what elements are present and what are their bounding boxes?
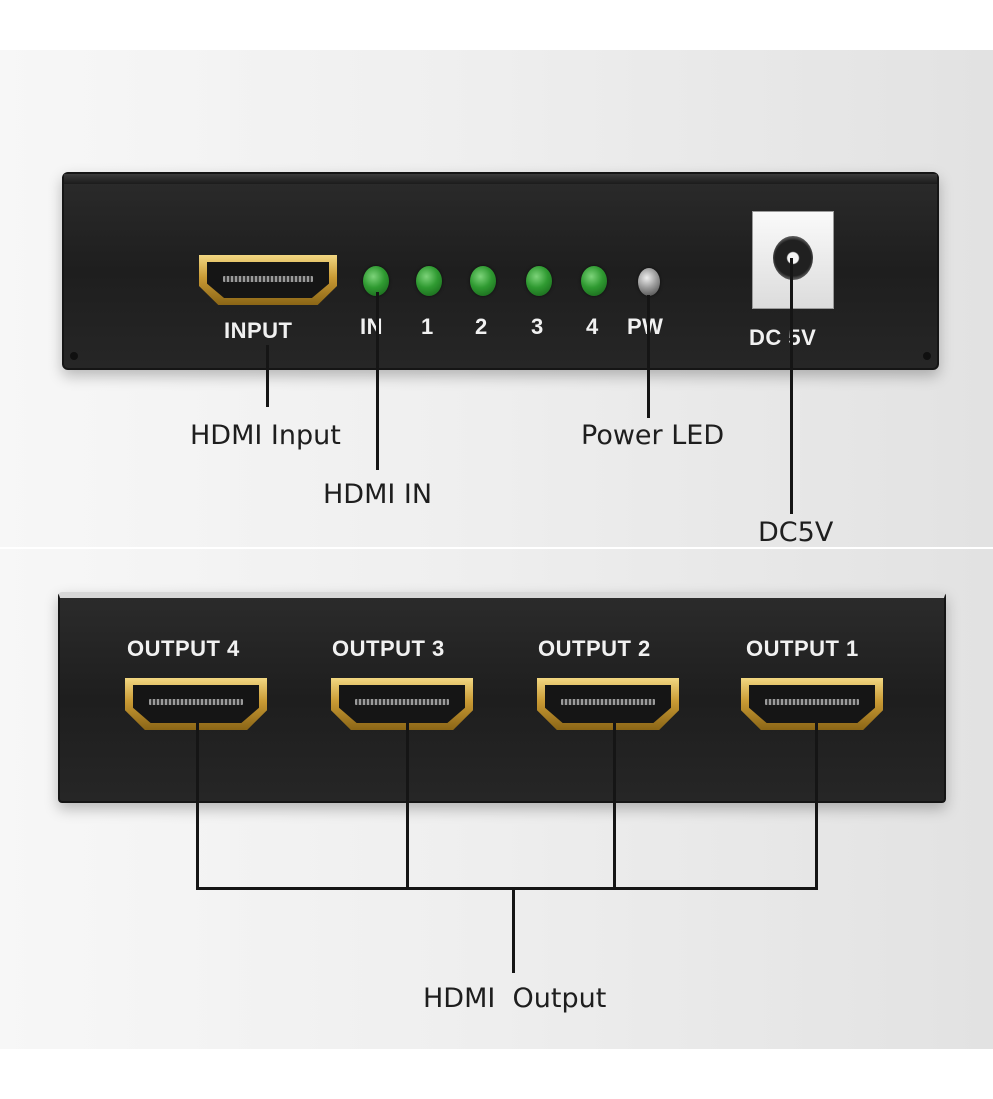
callout-line-hdmi-input [266, 345, 269, 407]
dc-power-jack [752, 211, 834, 309]
callout-line-hdmi-in [376, 292, 379, 470]
led-2-label: 2 [475, 314, 488, 339]
led-3-label: 3 [531, 314, 544, 339]
callout-line-output-1 [815, 720, 818, 890]
hdmi-input-port [199, 255, 337, 305]
input-port-label: INPUT [224, 318, 293, 343]
led-pw-label: PW [627, 314, 664, 339]
screw [923, 352, 931, 360]
dc-jack-label: DC 5V [749, 325, 817, 350]
callout-line-output-4 [196, 720, 199, 890]
callout-label-dc5v: DC5V [758, 517, 834, 548]
callout-line-dc5v [790, 258, 793, 514]
hdmi-output-port-4 [125, 678, 267, 730]
callout-line-hdmi-output [512, 887, 515, 973]
hdmi-output-port-3 [331, 678, 473, 730]
led-2 [470, 266, 496, 296]
callout-label-hdmi-in: HDMI IN [323, 479, 433, 510]
led-3 [526, 266, 552, 296]
screw [70, 352, 78, 360]
led-4-label: 4 [586, 314, 599, 339]
callout-bracket-horizontal [196, 887, 818, 890]
hdmi-output-port-1 [741, 678, 883, 730]
led-1-label: 1 [421, 314, 434, 339]
output-3-label: OUTPUT 3 [332, 636, 445, 661]
led-4 [581, 266, 607, 296]
callout-label-hdmi-input: HDMI Input [190, 420, 341, 451]
led-in [363, 266, 389, 296]
led-in-label: IN [360, 314, 383, 339]
callout-label-power-led: Power LED [581, 420, 725, 451]
led-1 [416, 266, 442, 296]
hdmi-output-port-2 [537, 678, 679, 730]
output-1-label: OUTPUT 1 [746, 636, 859, 661]
callout-line-output-3 [406, 720, 409, 890]
callout-line-power-led [647, 295, 650, 418]
output-4-label: OUTPUT 4 [127, 636, 240, 661]
output-2-label: OUTPUT 2 [538, 636, 651, 661]
callout-label-hdmi-output: HDMI Output [423, 983, 607, 1014]
led-power [638, 268, 660, 296]
callout-line-output-2 [613, 720, 616, 890]
